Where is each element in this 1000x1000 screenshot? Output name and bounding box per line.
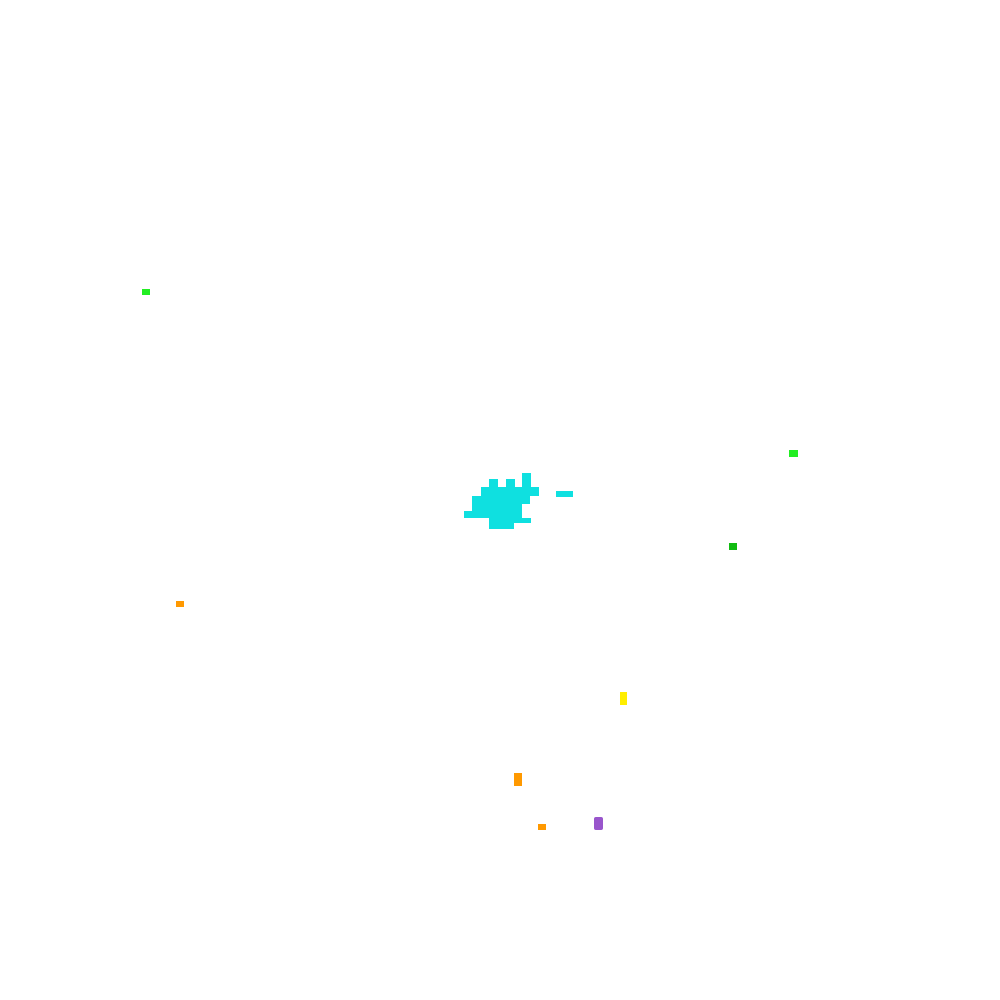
orange-speck-low [538, 824, 546, 830]
green-speck-left [142, 289, 150, 295]
cyan-cluster-pixel [556, 491, 573, 497]
cyan-cluster-pixel [522, 481, 531, 489]
green-speck-dark [729, 543, 737, 550]
green-speck-right [789, 450, 798, 457]
cyan-cluster-pixel [522, 473, 531, 481]
orange-speck-left [176, 601, 184, 607]
cyan-cluster-pixel [489, 523, 514, 529]
cyan-cluster-pixel [506, 479, 515, 487]
yellow-speck [620, 692, 627, 705]
cyan-cluster-pixel [472, 496, 530, 504]
cyan-cluster-pixel [489, 518, 531, 523]
cyan-cluster-pixel [472, 504, 522, 511]
orange-speck-mid [514, 773, 522, 786]
cyan-cluster-pixel [481, 487, 539, 496]
purple-speck [594, 817, 603, 830]
cyan-cluster-pixel [464, 511, 522, 518]
cyan-cluster-pixel [489, 479, 498, 487]
